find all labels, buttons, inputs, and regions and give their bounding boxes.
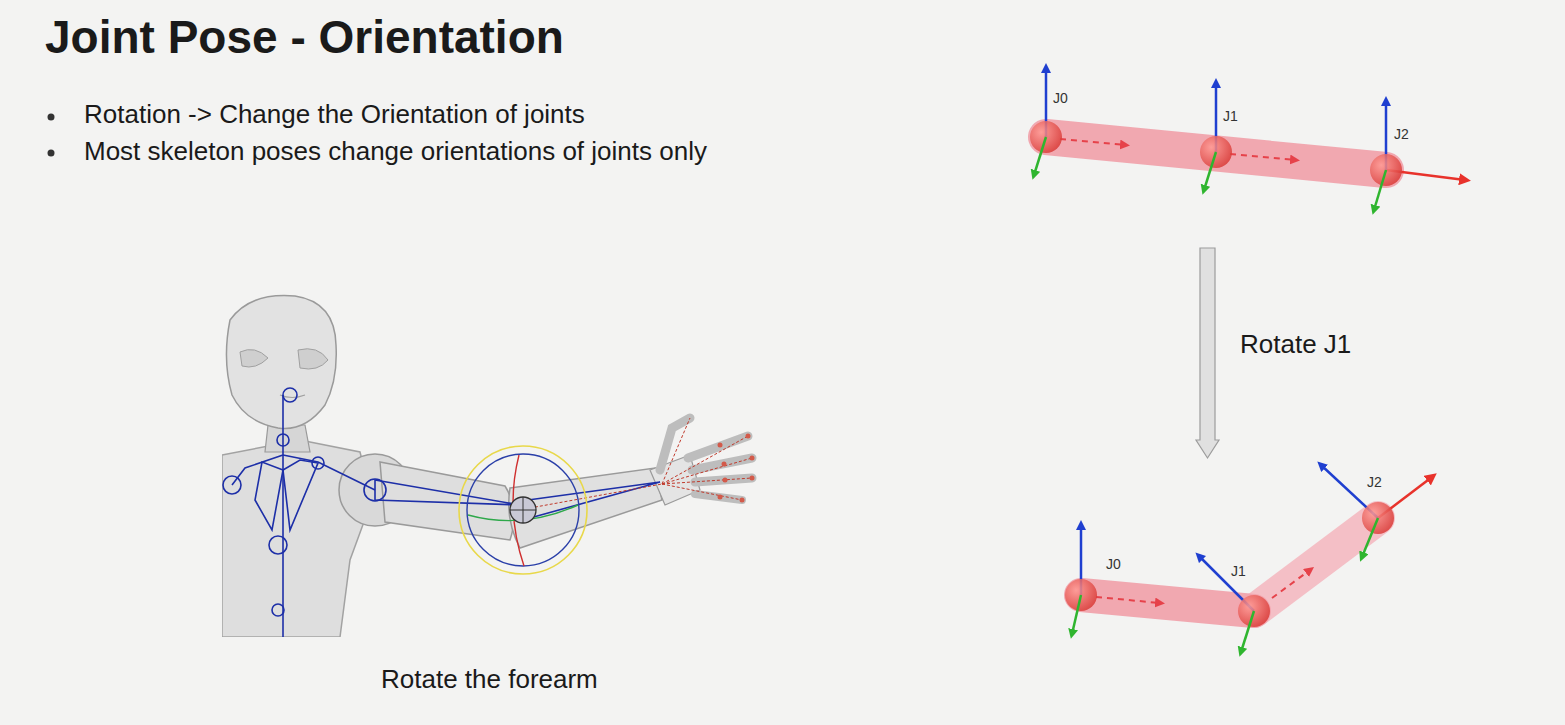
joint-label: J1 xyxy=(1231,563,1246,580)
joint-label: J1 xyxy=(1223,108,1238,125)
joint-label: J2 xyxy=(1367,474,1382,491)
bullet-text: Rotation -> Change the Orientation of jo… xyxy=(84,99,585,130)
bullet-text: Most skeleton poses change orientations … xyxy=(84,136,707,167)
arrow-label: Rotate J1 xyxy=(1240,329,1351,360)
joint-chain-rotated xyxy=(1065,465,1432,652)
bullet-dot xyxy=(48,150,55,157)
joint-label: J0 xyxy=(1053,90,1068,107)
down-arrow xyxy=(1196,248,1219,458)
slide-title: Joint Pose - Orientation xyxy=(45,10,564,65)
joint-chain-rest xyxy=(1030,68,1465,210)
joint-label: J2 xyxy=(1394,126,1409,143)
figure-caption: Rotate the forearm xyxy=(381,664,598,695)
mannequin-figure xyxy=(222,296,755,638)
bullet-dot xyxy=(48,114,55,121)
joint-label: J0 xyxy=(1106,556,1121,573)
